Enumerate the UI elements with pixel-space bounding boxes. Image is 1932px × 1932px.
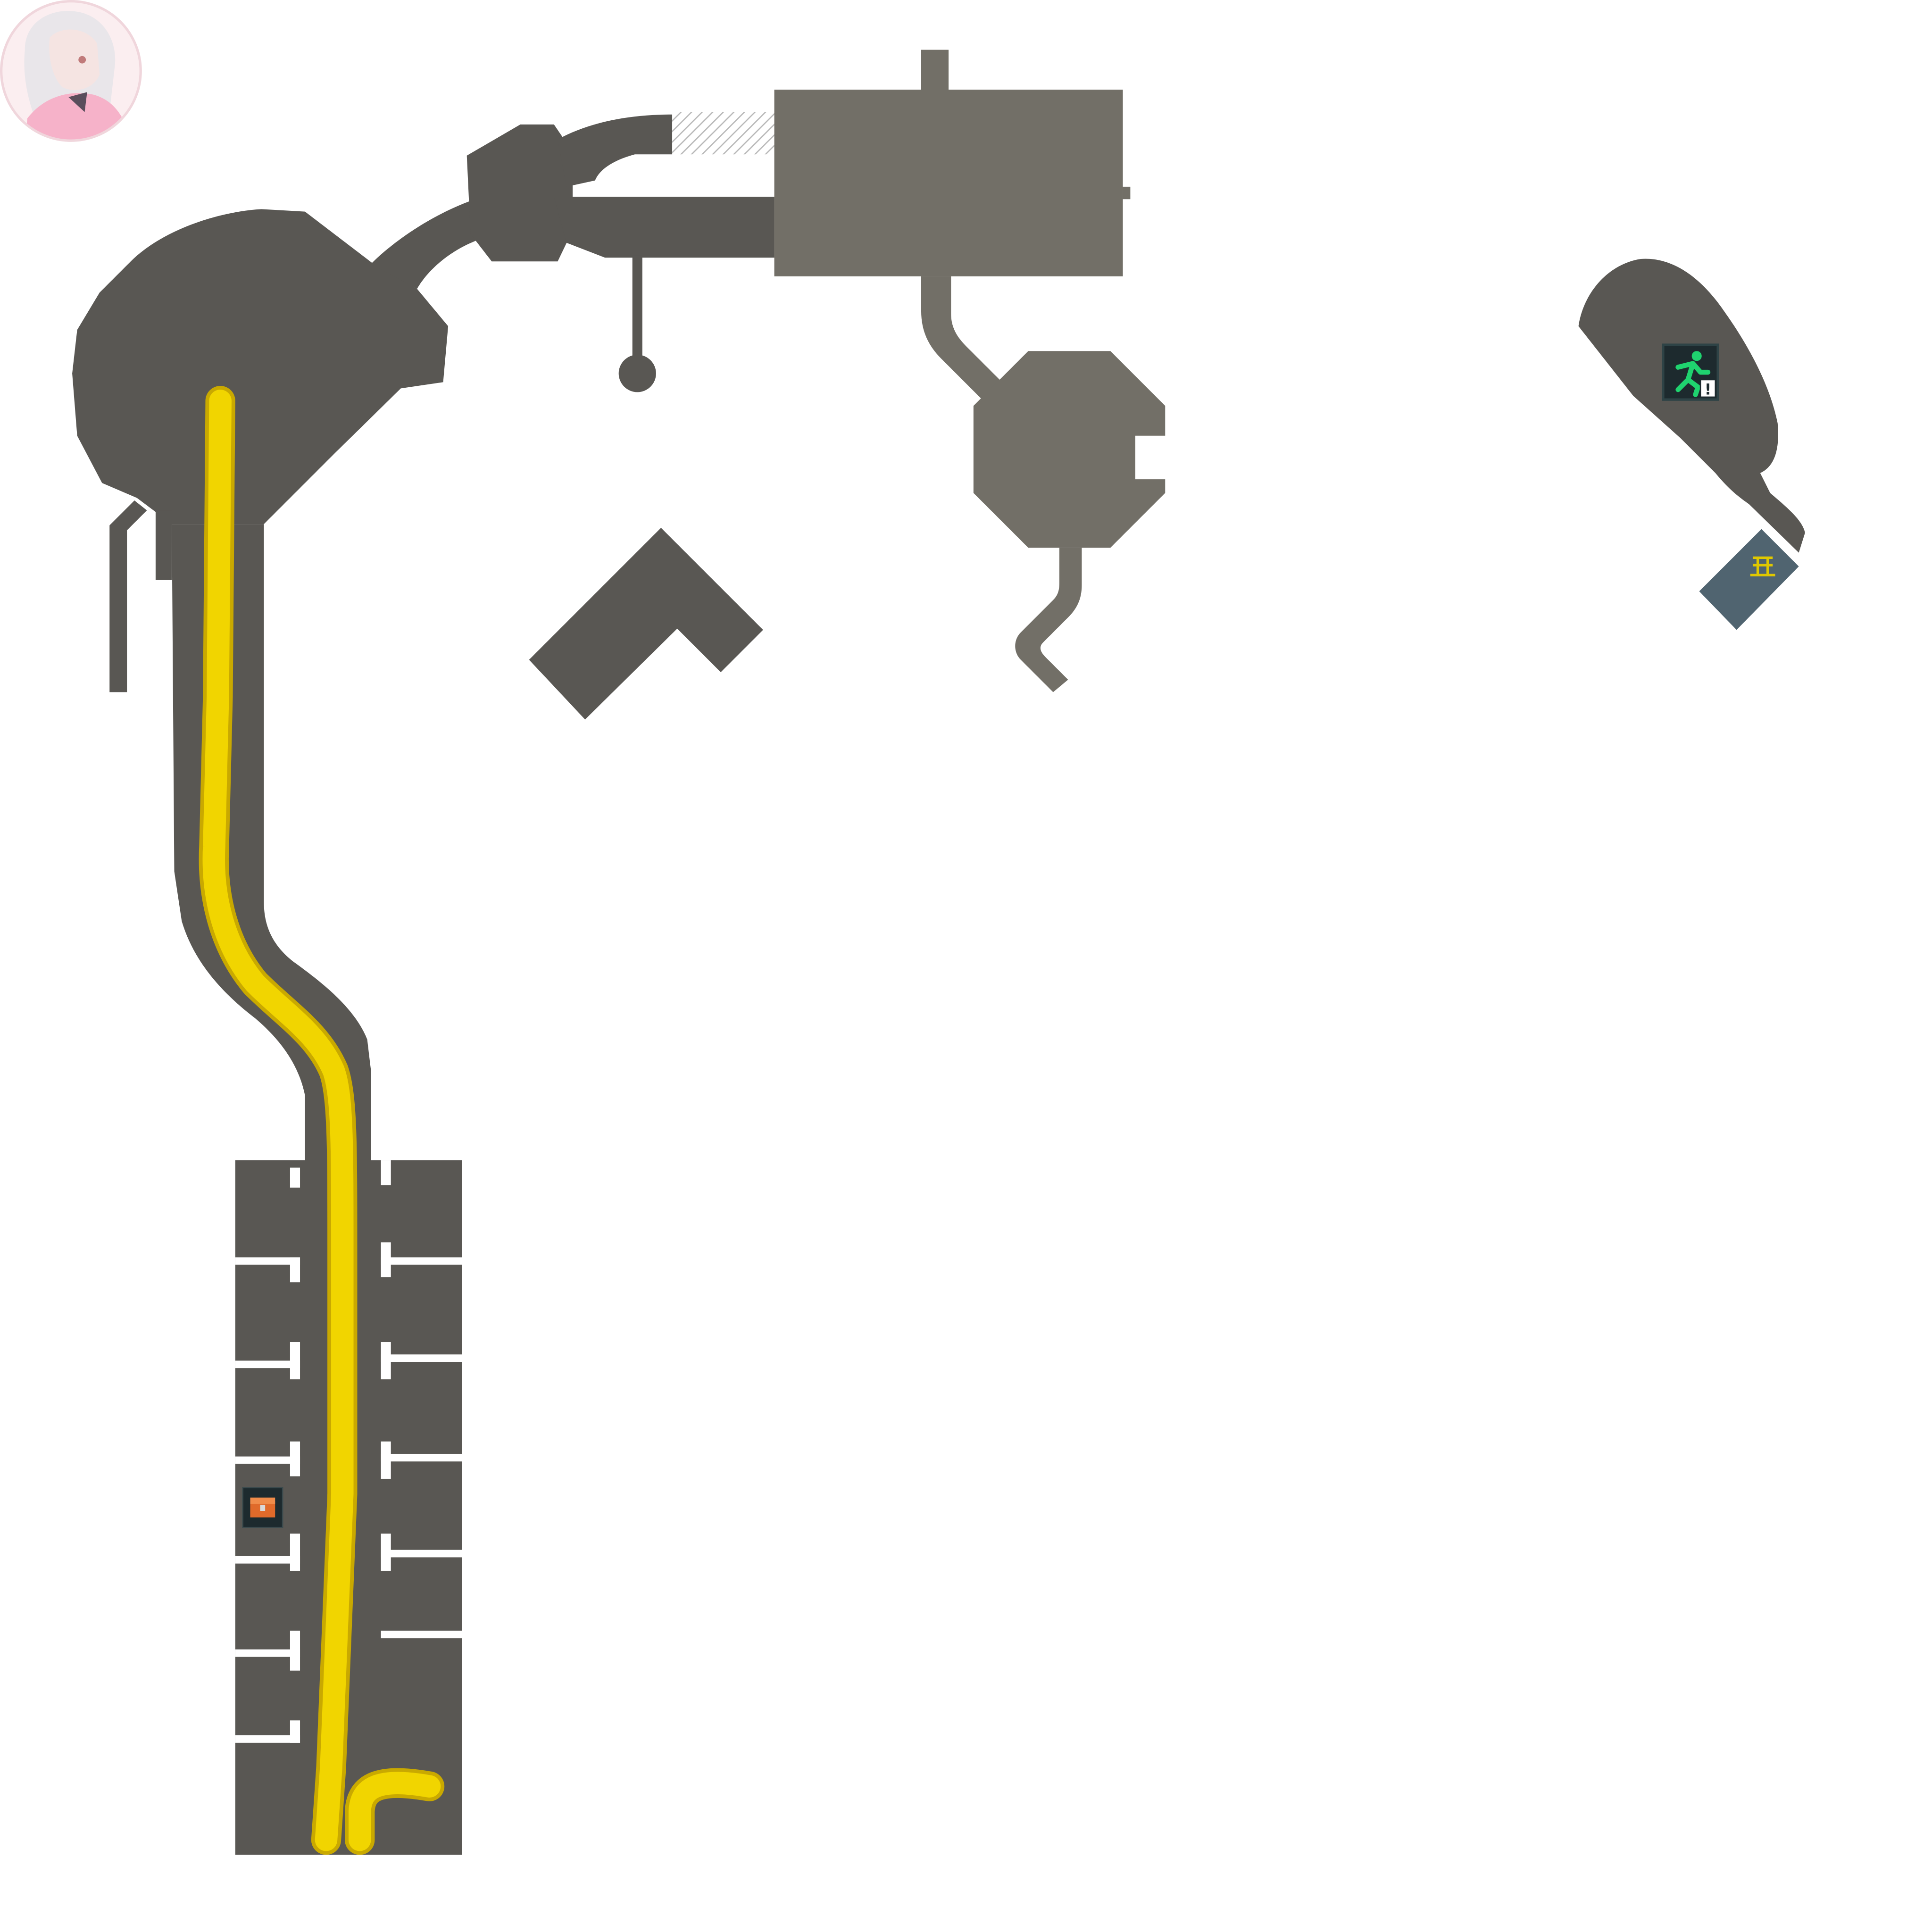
- hatched-connector: [672, 112, 774, 155]
- east-octagon-room: [973, 351, 1166, 692]
- west-wall-fragments: [109, 500, 172, 692]
- exit-tile: [1699, 529, 1799, 630]
- loot-chest-icon[interactable]: [242, 1487, 283, 1528]
- chevron-room: [529, 528, 763, 720]
- west-round-room: [72, 196, 488, 525]
- exit-run-icon[interactable]: !: [1662, 343, 1719, 401]
- yellow-route-hook-core: [348, 1772, 441, 1851]
- yellow-route-path-core: [202, 390, 354, 1851]
- exit-badge: !: [1705, 382, 1711, 399]
- east-exit-capsule: [1578, 258, 1805, 630]
- north-hall: [774, 50, 1131, 404]
- player-avatar-icon[interactable]: [0, 0, 142, 142]
- ladder-icon[interactable]: [1750, 556, 1775, 576]
- central-octagon-room: [466, 114, 774, 392]
